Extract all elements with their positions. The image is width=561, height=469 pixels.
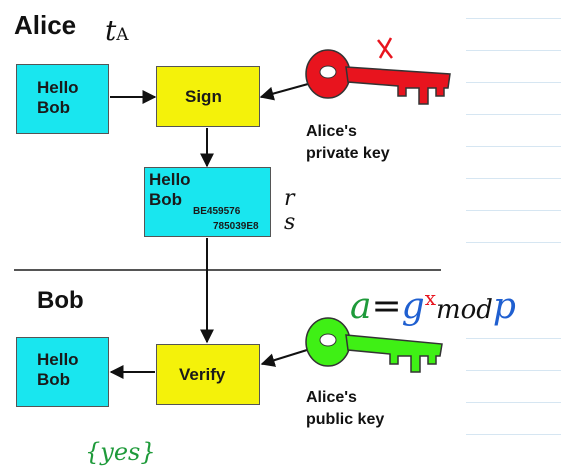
private-key-x-mark — [377, 37, 393, 59]
ruled-line — [466, 338, 561, 339]
verification-result: {yes} — [85, 438, 156, 466]
ruled-line — [466, 50, 561, 51]
sign-box: Sign — [156, 66, 260, 127]
eq-x: x — [424, 286, 436, 310]
eq-a: a — [350, 286, 372, 327]
signature-hex-2: 785039E8 — [213, 221, 259, 232]
alice-time-subscript: A — [116, 25, 129, 45]
verify-box: Verify — [156, 344, 260, 405]
private-key-label: Alice's private key — [306, 123, 390, 162]
signature-s-label: s — [284, 210, 296, 235]
hello-bob-received-text: Hello Bob — [37, 350, 79, 389]
public-key-equation: a=gxmodp — [350, 286, 516, 327]
ruled-line — [466, 434, 561, 435]
hello-bob-message-box: Hello Bob — [16, 64, 109, 134]
public-key-icon — [305, 317, 443, 373]
arrow-publickey-to-verify — [260, 349, 308, 367]
alice-time-annotation: tA — [105, 14, 129, 47]
eq-mod: mod — [435, 295, 493, 325]
private-key-icon — [305, 49, 451, 105]
signed-message-text: Hello Bob — [149, 170, 191, 209]
eq-equals: = — [371, 286, 402, 327]
ruled-line — [466, 210, 561, 211]
signed-message-box: Hello Bob BE459576 785039E8 — [144, 167, 271, 237]
ruled-line — [466, 18, 561, 19]
sign-text: Sign — [185, 87, 222, 106]
alice-heading: Alice — [14, 10, 77, 40]
ruled-line — [466, 370, 561, 371]
ruled-line — [466, 402, 561, 403]
ruled-line — [466, 82, 561, 83]
eq-g: g — [401, 286, 425, 327]
ruled-line — [466, 146, 561, 147]
public-key-label: Alice's public key — [306, 389, 385, 428]
eq-p: p — [492, 286, 516, 327]
signature-r-label: r — [284, 186, 295, 211]
hello-bob-text: Hello Bob — [37, 78, 79, 117]
bob-heading: Bob — [37, 287, 84, 314]
ruled-line — [466, 114, 561, 115]
arrow-privatekey-to-sign — [259, 83, 309, 101]
hello-bob-received-box: Hello Bob — [16, 337, 109, 407]
ruled-line — [466, 242, 561, 243]
verify-text: Verify — [179, 365, 226, 384]
ruled-line — [466, 178, 561, 179]
signature-hex-1: BE459576 — [193, 206, 241, 217]
